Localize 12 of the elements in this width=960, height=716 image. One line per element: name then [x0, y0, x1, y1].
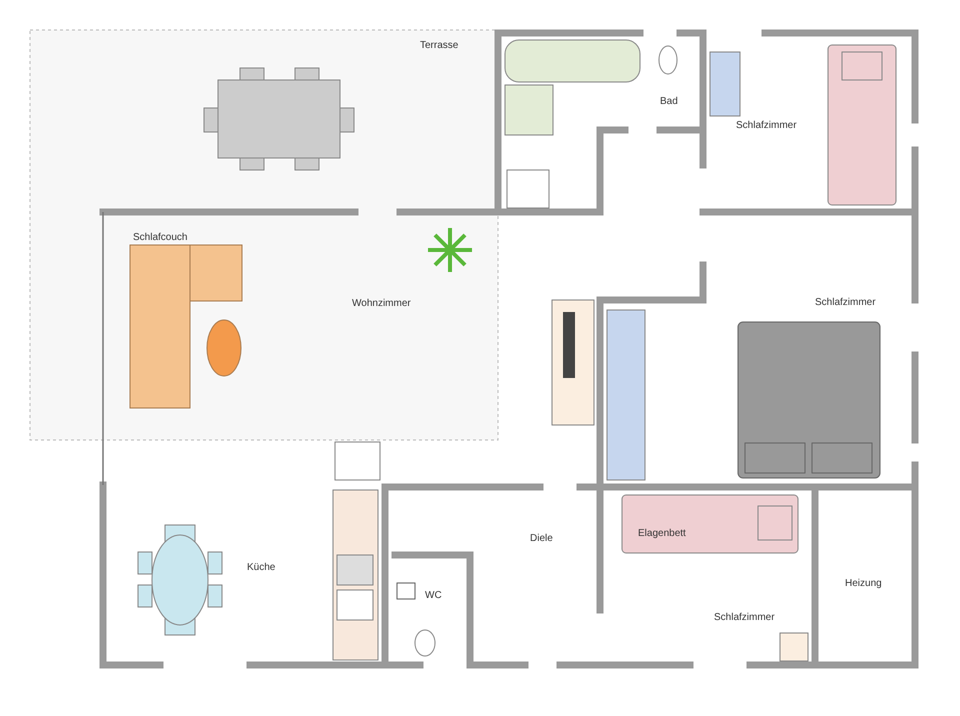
room-label: Schlafzimmer	[714, 612, 775, 623]
room-label: Bad	[660, 96, 678, 107]
room-label: Schlafcouch	[133, 232, 188, 243]
room-label: Schlafzimmer	[815, 297, 876, 308]
room-label: WC	[425, 590, 442, 601]
room-label: Heizung	[845, 578, 882, 589]
room-label: Wohnzimmer	[352, 298, 411, 309]
room-label: Elagenbett	[638, 528, 686, 539]
room-label: Diele	[530, 533, 553, 544]
room-label: Terrasse	[420, 40, 458, 51]
room-label: Schlafzimmer	[736, 120, 797, 131]
room-label: Küche	[247, 562, 276, 573]
